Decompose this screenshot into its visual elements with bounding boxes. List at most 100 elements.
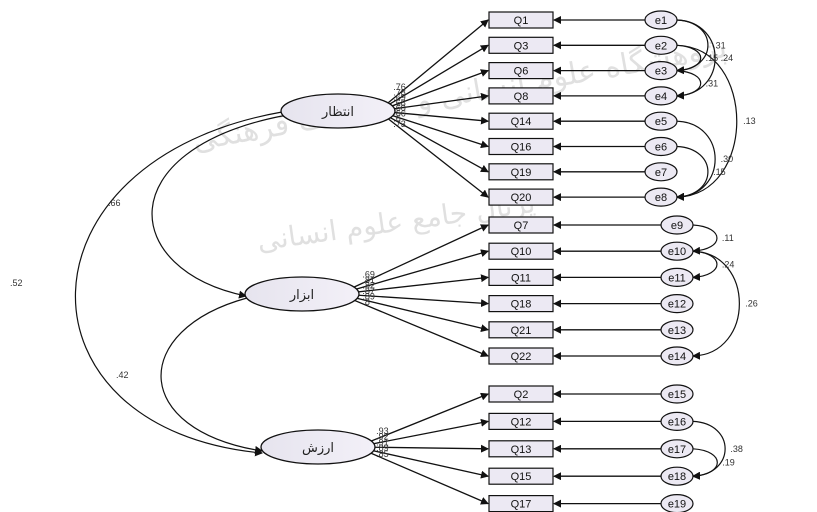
path-L2-Q11 bbox=[350, 274, 489, 294]
loading-label-Q22: .8 bbox=[362, 297, 370, 307]
observed-label-Q12: Q12 bbox=[511, 416, 532, 428]
path-L1-Q20 bbox=[386, 117, 489, 198]
correlation-L1-L2 bbox=[151, 110, 290, 299]
loading-label-Q10: .81 bbox=[362, 275, 375, 285]
loading-label-Q16: .66 bbox=[393, 108, 406, 118]
error-label-e11: e11 bbox=[668, 272, 686, 284]
covariance-e17-e18 bbox=[685, 444, 718, 480]
path-L3-Q13 bbox=[367, 444, 489, 453]
error-label-e15: e15 bbox=[668, 389, 686, 401]
covariance-label-e16-e18: .38 bbox=[730, 444, 743, 454]
latent-node-L2 bbox=[244, 276, 360, 312]
covariance-e6-e8 bbox=[669, 142, 709, 201]
loading-label-Q11: .82 bbox=[362, 281, 375, 291]
error-node-e13 bbox=[660, 320, 694, 340]
observed-label-Q21: Q21 bbox=[511, 325, 532, 337]
observed-label-Q13: Q13 bbox=[511, 444, 532, 456]
path-L2-Q22 bbox=[350, 298, 489, 358]
error-label-e19: e19 bbox=[668, 499, 686, 511]
path-L2-Q7 bbox=[350, 224, 489, 290]
observed-label-Q1: Q1 bbox=[514, 15, 529, 27]
observed-box-Q6 bbox=[488, 61, 554, 80]
covariance-label-e6-e8: .15 bbox=[713, 167, 726, 177]
loading-label-Q6: .69 bbox=[393, 93, 406, 103]
path-L2-Q10 bbox=[350, 249, 489, 292]
covariance-label-e2-e3: .15 bbox=[706, 53, 719, 63]
loading-label-Q18: .87 bbox=[362, 286, 375, 296]
path-L1-Q6 bbox=[386, 69, 489, 109]
error-label-e1: e1 bbox=[655, 15, 667, 27]
observed-box-Q20 bbox=[488, 188, 554, 206]
loading-label-Q3: .78 bbox=[393, 87, 406, 97]
loading-label-Q14: .60 bbox=[393, 103, 406, 113]
correlation-label-L2-L3: .42 bbox=[116, 370, 129, 380]
observed-box-Q21 bbox=[488, 321, 554, 339]
observed-label-Q14: Q14 bbox=[511, 116, 532, 128]
loading-label-Q7: .69 bbox=[362, 270, 375, 280]
error-node-e15 bbox=[660, 384, 694, 404]
latent-label-L1: انتظار bbox=[321, 105, 354, 120]
observed-box-Q12 bbox=[488, 412, 554, 430]
path-L3-Q15 bbox=[366, 448, 489, 479]
path-L1-Q16 bbox=[386, 113, 489, 149]
error-label-e2: e2 bbox=[655, 40, 667, 52]
loading-label-Q15: .89 bbox=[376, 443, 389, 453]
covariance-label-e9-e10: .11 bbox=[722, 233, 734, 243]
error-node-e1 bbox=[644, 10, 678, 30]
error-label-e9: e9 bbox=[671, 220, 683, 232]
covariance-label-e1-e3: .31 bbox=[713, 40, 726, 50]
observed-box-Q19 bbox=[488, 163, 554, 181]
covariance-label-e3-e4: .31 bbox=[706, 78, 719, 88]
observed-box-Q8 bbox=[488, 87, 554, 105]
path-L1-Q1 bbox=[386, 19, 489, 105]
latent-node-L1 bbox=[280, 93, 396, 129]
latent-node-L3 bbox=[260, 429, 376, 465]
observed-label-Q20: Q20 bbox=[511, 192, 532, 204]
error-node-e17 bbox=[660, 439, 694, 459]
covariance-e9-e10 bbox=[685, 220, 718, 255]
observed-box-Q22 bbox=[488, 347, 554, 365]
observed-label-Q11: Q11 bbox=[511, 272, 531, 284]
loading-label-Q12: .92 bbox=[376, 432, 389, 442]
loading-label-Q2: .93 bbox=[376, 426, 389, 436]
error-node-e11 bbox=[660, 267, 694, 287]
error-node-e16 bbox=[660, 411, 694, 431]
error-node-e12 bbox=[660, 294, 694, 314]
error-label-e8: e8 bbox=[655, 192, 667, 204]
observed-label-Q7: Q7 bbox=[514, 220, 529, 232]
covariance-label-e5-e8: .30 bbox=[721, 154, 734, 164]
error-node-e3 bbox=[644, 60, 678, 81]
path-L3-Q2 bbox=[366, 392, 489, 444]
covariance-e10-e14 bbox=[685, 246, 740, 360]
covariance-label-e10-e11: .24 bbox=[722, 259, 735, 269]
error-label-e7: e7 bbox=[655, 167, 667, 179]
observed-label-Q6: Q6 bbox=[514, 66, 529, 78]
error-label-e4: e4 bbox=[655, 91, 667, 103]
observed-box-Q18 bbox=[488, 295, 554, 313]
path-L1-Q8 bbox=[386, 92, 489, 111]
error-node-e4 bbox=[644, 86, 678, 106]
correlation-label-L1-L3: .52 bbox=[10, 278, 23, 288]
observed-box-Q2 bbox=[488, 385, 554, 403]
correlation-label-L1-L2: .66 bbox=[108, 198, 121, 208]
error-label-e10: e10 bbox=[668, 246, 686, 258]
loading-label-Q13: .91 bbox=[376, 437, 389, 447]
loading-label-Q19: .6 bbox=[393, 114, 401, 124]
error-label-e5: e5 bbox=[655, 116, 667, 128]
observed-box-Q7 bbox=[488, 216, 554, 234]
covariance-label-e1-e4: .24 bbox=[721, 53, 734, 63]
observed-label-Q19: Q19 bbox=[511, 167, 532, 179]
error-label-e13: e13 bbox=[668, 325, 686, 337]
observed-label-Q2: Q2 bbox=[514, 389, 529, 401]
observed-box-Q3 bbox=[488, 36, 554, 54]
observed-label-Q10: Q10 bbox=[511, 246, 532, 258]
loading-label-Q8: .68 bbox=[393, 98, 406, 108]
path-L3-Q17 bbox=[366, 450, 489, 505]
observed-label-Q17: Q17 bbox=[511, 499, 532, 511]
covariance-e2-e8 bbox=[669, 41, 738, 201]
observed-label-Q22: Q22 bbox=[511, 351, 532, 363]
error-label-e14: e14 bbox=[668, 351, 686, 363]
correlation-L1-L3 bbox=[74, 106, 290, 457]
path-L2-Q21 bbox=[350, 296, 489, 333]
